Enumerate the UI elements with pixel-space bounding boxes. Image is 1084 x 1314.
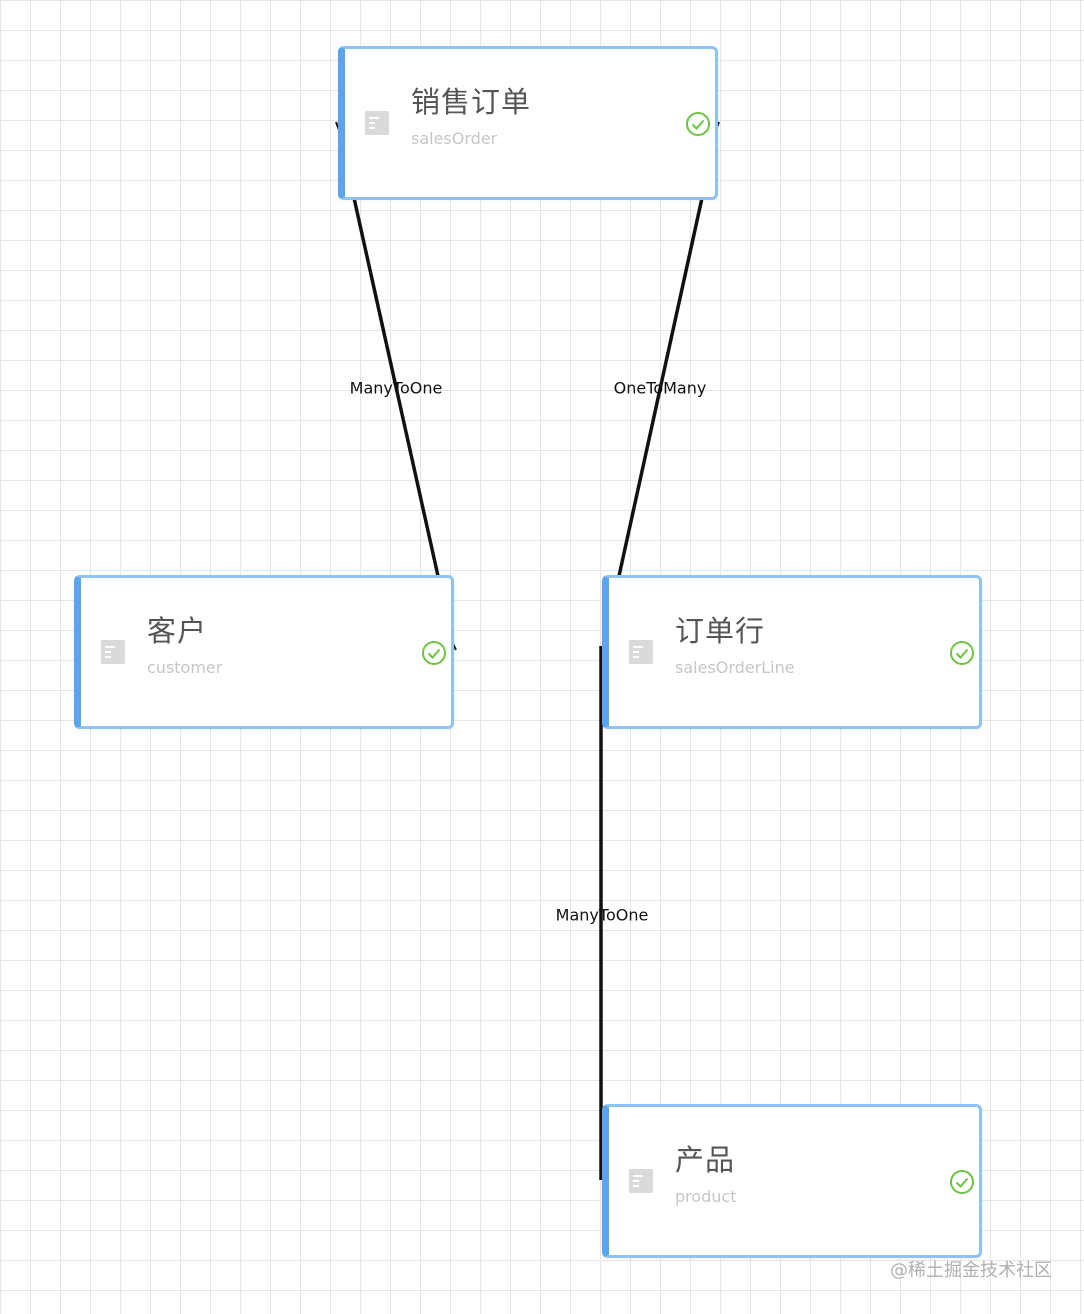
entity-code: salesOrderLine (675, 658, 795, 677)
entity-code: product (675, 1187, 737, 1206)
entity-table-icon (365, 111, 389, 135)
entity-node-sales-order[interactable]: 销售订单 salesOrder (338, 46, 718, 200)
watermark: @稀土掘金技术社区 (890, 1260, 1052, 1281)
edge-label: OneToMany (613, 378, 707, 398)
check-circle-icon (422, 641, 446, 665)
entity-code: salesOrder (411, 129, 498, 148)
check-circle-icon (950, 1170, 974, 1194)
entity-table-icon (629, 1169, 653, 1193)
entity-title: 产品 (675, 1143, 736, 1177)
entity-title: 客户 (147, 614, 208, 648)
entity-code: customer (147, 658, 223, 677)
entity-node-sales-order-line[interactable]: 订单行 salesOrderLine (602, 575, 982, 729)
entity-title: 订单行 (675, 614, 766, 648)
entity-node-product[interactable]: 产品 product (602, 1104, 982, 1258)
edge-label: ManyToOne (555, 905, 649, 925)
check-circle-icon (950, 641, 974, 665)
entity-table-icon (101, 640, 125, 664)
check-circle-icon (686, 112, 710, 136)
entity-node-customer[interactable]: 客户 customer (74, 575, 454, 729)
edge-label: ManyToOne (349, 378, 443, 398)
entity-title: 销售订单 (411, 85, 532, 119)
entity-table-icon (629, 640, 653, 664)
